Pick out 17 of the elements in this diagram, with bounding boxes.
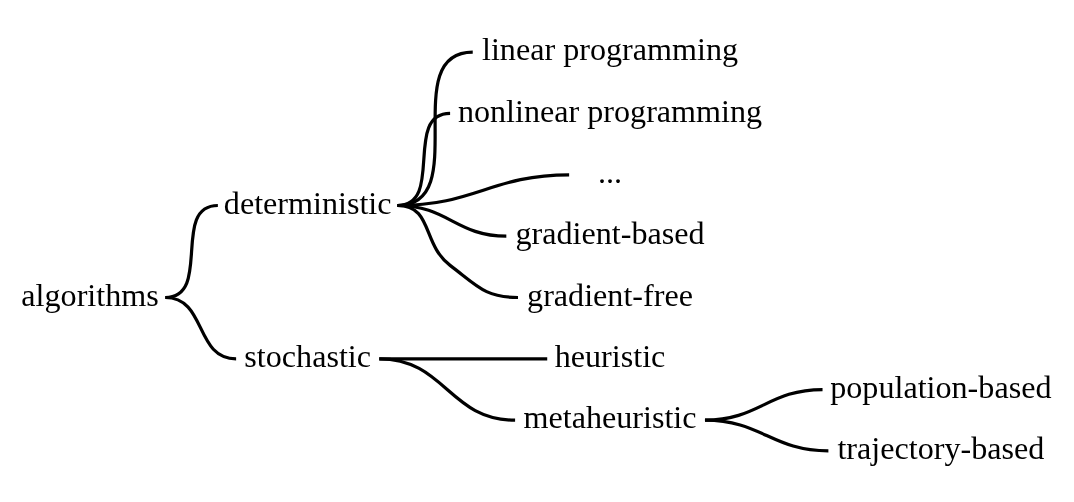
- connector: [704, 418, 829, 452]
- node-text: heuristic: [554, 337, 666, 374]
- node-text: metaheuristic: [523, 398, 697, 435]
- node-text: gradient-free: [527, 276, 693, 313]
- node-text: deterministic: [223, 184, 392, 221]
- node-text: trajectory-based: [837, 429, 1045, 466]
- node-text: nonlinear programming: [457, 92, 763, 129]
- node-text: linear programming: [482, 30, 739, 67]
- node-text: ...: [597, 153, 623, 190]
- node-text: stochastic: [244, 337, 372, 374]
- connector: [704, 387, 823, 422]
- node-text: population-based: [830, 368, 1052, 405]
- connector: [397, 203, 519, 299]
- connector: [165, 295, 237, 360]
- connector: [379, 356, 516, 422]
- node-text: gradient-based: [515, 214, 705, 251]
- node-text: algorithms: [21, 276, 159, 313]
